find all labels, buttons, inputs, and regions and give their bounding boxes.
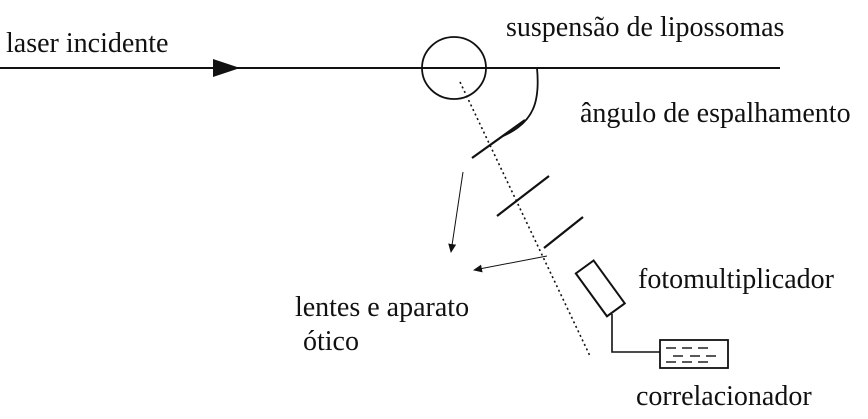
sample-cell-circle [421,36,487,100]
photomultiplier-box [574,259,627,318]
lens-pointer-arrow-2 [473,255,548,273]
lenses-label-line2: ótico [303,326,359,357]
correlator-dashes [666,347,716,363]
laser-direction-arrow [213,59,240,77]
optical-element-2 [496,175,550,217]
scattering-angle-arc [502,67,539,137]
suspension-label: suspensão de lipossomas [506,12,785,43]
optical-element-3 [543,216,584,249]
correlator-box [659,339,729,369]
lens-pointer-arrow-1 [448,171,464,253]
photomultiplier-label: fotomultiplicador [638,264,834,295]
correlator-label: correlacionador [636,381,812,412]
lenses-label: lentes e aparato ótico [270,294,494,356]
scattered-beam-dotted [459,81,591,357]
optical-element-1 [471,119,526,159]
signal-cable [611,314,660,353]
lenses-label-line1: lentes e aparato [294,292,470,323]
laser-label: laser incidente [6,28,169,59]
scattering-angle-label: ângulo de espalhamento [580,98,851,129]
